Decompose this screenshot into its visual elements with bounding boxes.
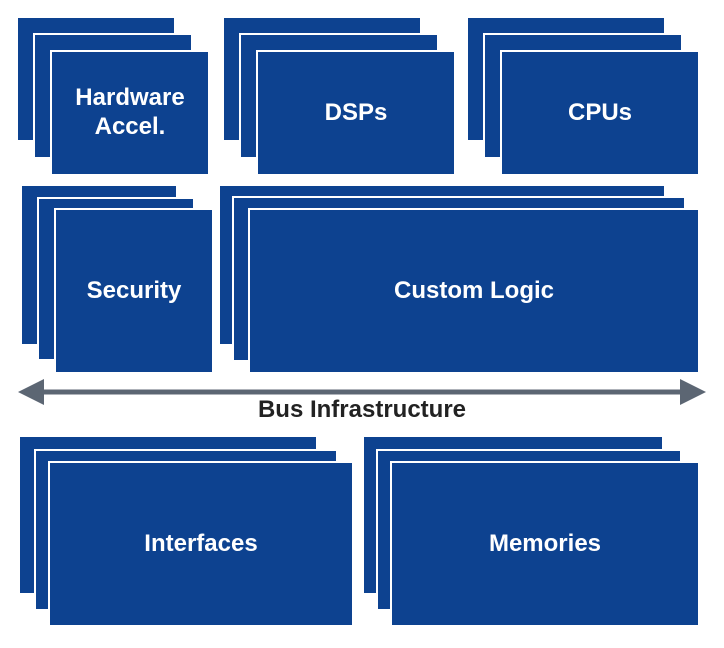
custom-logic-block: Custom Logic: [218, 184, 700, 374]
block-layer: [50, 50, 210, 176]
security-label: Security: [86, 276, 182, 304]
hardware-accel-block: Hardware Accel.: [16, 16, 210, 177]
block-layer: [256, 50, 456, 176]
bus-arrowhead-right: [680, 379, 706, 405]
custom-logic-label: Custom Logic: [394, 276, 554, 304]
memories-block: Memories: [362, 435, 700, 627]
dsps-block: DSPs: [222, 16, 456, 177]
block-layer: [248, 208, 700, 374]
bus-arrowhead-left: [18, 379, 44, 405]
cpus-block: CPUs: [466, 16, 700, 177]
security-block: Security: [20, 184, 214, 374]
interfaces-block: Interfaces: [18, 435, 354, 627]
interfaces-label: Interfaces: [144, 529, 258, 557]
block-layer: [48, 461, 354, 627]
hardware-accel-label: Hardware Accel.: [75, 84, 185, 140]
double-headed-arrow-icon: [18, 379, 706, 405]
dsps-label: DSPs: [324, 98, 388, 126]
memories-label: Memories: [488, 529, 602, 557]
block-layer: [54, 208, 214, 374]
block-layer: [500, 50, 700, 176]
cpus-label: CPUs: [567, 98, 633, 126]
block-layer: [390, 461, 700, 627]
bus-infrastructure-label: Bus Infrastructure: [257, 396, 467, 423]
